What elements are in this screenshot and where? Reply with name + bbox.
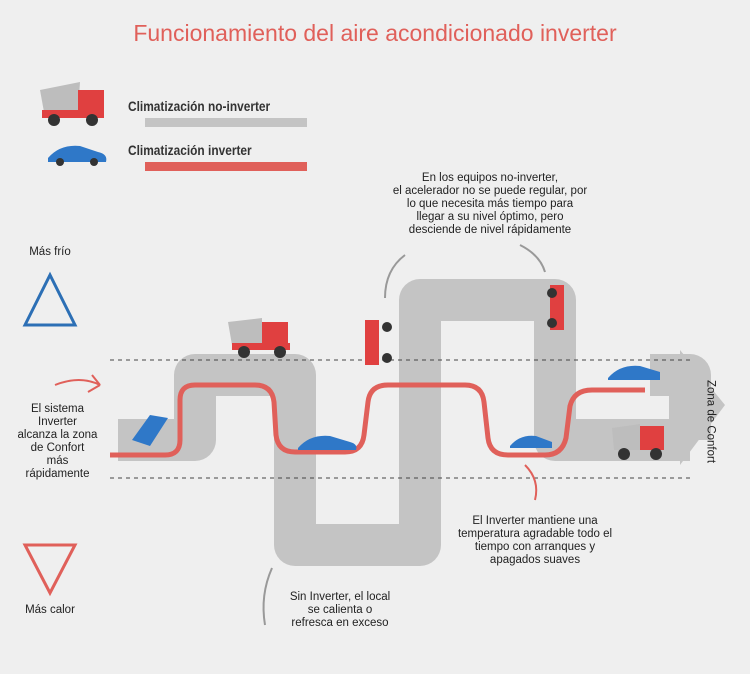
- legend-label-non-inverter: Climatización no-inverter: [128, 98, 271, 114]
- arrow-icon: [262, 567, 273, 626]
- cold-triangle-icon: [22, 271, 78, 327]
- hot-label: Más calor: [25, 604, 75, 616]
- legend-red-swatch: [145, 162, 307, 171]
- legend-label-inverter: Climatización inverter: [128, 142, 252, 158]
- legend-truck-icon: [40, 82, 104, 126]
- top-note: En los equipos no-inverter,el acelerador…: [392, 172, 588, 236]
- truck-icon: [228, 285, 664, 460]
- legend-car-icon: [48, 145, 107, 166]
- arrow-icon: [519, 244, 546, 273]
- arrow-icon: [524, 464, 538, 501]
- arrow-icon: [384, 254, 406, 299]
- non-inverter-road: [118, 279, 690, 566]
- title: Funcionamiento del aire acondicionado in…: [133, 20, 617, 46]
- arrow-icon: [54, 374, 101, 393]
- road-arrow-icon: [680, 350, 725, 465]
- cold-label: Más frío: [29, 246, 71, 258]
- legend-gray-swatch: [145, 118, 307, 127]
- car-icon: [132, 365, 660, 450]
- inverter-line: [110, 382, 645, 458]
- zone-label: Zona de Confort: [704, 379, 717, 464]
- hot-triangle-icon: [22, 543, 78, 597]
